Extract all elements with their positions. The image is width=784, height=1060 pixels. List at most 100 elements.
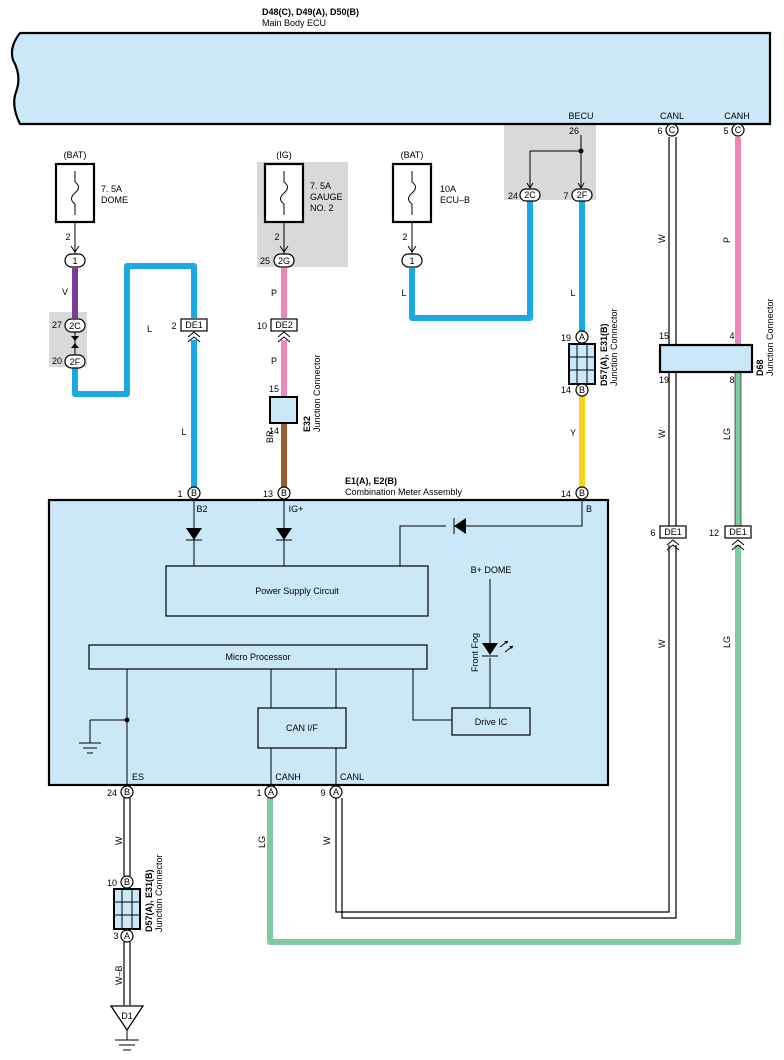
led-front-fog: [482, 643, 498, 655]
wire-label-v: V: [62, 287, 68, 297]
meter-pin-a-9-label: A: [333, 787, 339, 797]
meter-pin-a-1-label: A: [268, 787, 274, 797]
meter-label-b2: B2: [196, 504, 207, 514]
junction-d57-name: Junction Connector: [609, 308, 619, 386]
power-supply-label: Power Supply Circuit: [255, 586, 339, 596]
wire-label-l3: L: [401, 288, 406, 298]
connector-de1-canl-label: DE1: [664, 527, 682, 537]
meter-pin-a-9: [329, 785, 343, 799]
ecu-pin-becu: BECU: [568, 111, 593, 121]
connector-2c-dome-label: 2C: [69, 321, 81, 331]
wire-white-black-ground: [123, 942, 131, 1005]
wire-label-lg2: LG: [722, 636, 732, 648]
fuse-dome-icon: [71, 171, 79, 215]
connector-2f-dome: [64, 354, 86, 369]
meter-label-es: ES: [132, 772, 144, 782]
d57b-pin-3: 3: [113, 931, 118, 941]
b-dome-label: B+ DOME: [471, 565, 512, 575]
fuse-dome-pin: 2: [65, 232, 70, 242]
meter-pin-b-14-label: B: [579, 488, 585, 498]
junction-d57-code: D57(A), E31(B): [599, 323, 609, 386]
connector-1-ecub-label: 1: [409, 256, 414, 266]
meter-pin-b-1-label: B: [191, 488, 197, 498]
pin-20-label: 20: [52, 356, 62, 366]
wire-label-p1: P: [271, 288, 277, 298]
fuse-gauge-icon: [280, 171, 288, 215]
junction-d57b-code: D57(A), E31(B): [144, 869, 154, 932]
de1-blue-chevrons: [187, 331, 201, 343]
pin-14-e32: 14: [269, 426, 279, 436]
meter-pin-24: 24: [107, 788, 117, 798]
pin-15-e32: 15: [269, 384, 279, 394]
junction-d57-block: [568, 343, 596, 385]
meter-pin-9: 9: [320, 788, 325, 798]
junction-e32: [269, 396, 298, 424]
ecu-becu-split: [526, 135, 585, 189]
fuse-gauge-rating: 7. 5A: [310, 181, 331, 191]
front-fog-label: Front Fog: [470, 633, 480, 672]
meter-pin-1b: 1: [256, 788, 261, 798]
pin-8-d68: 8: [729, 375, 734, 385]
meter-pin-13: 13: [263, 489, 273, 499]
wire-label-w3: W: [657, 639, 667, 648]
fuse-ecub-pin: 2: [402, 232, 407, 242]
pin-7-label: 7: [563, 191, 568, 201]
power-supply-circuit: [165, 565, 429, 617]
fuse-ecub-arrow: [407, 245, 417, 253]
junction-d68-name: Junction Connector: [765, 298, 775, 376]
wire-blue-dome: [72, 263, 197, 397]
meter-label-b: B: [586, 504, 592, 514]
connector-1-ecub: [401, 253, 423, 268]
ecu-name: Main Body ECU: [262, 18, 326, 28]
pin-2-de1: 2: [171, 321, 176, 331]
d57b-pin-b-label: B: [124, 877, 130, 887]
de1-canl-chevrons: [666, 539, 680, 551]
diode-b2: [186, 528, 202, 540]
pin-4-d68: 4: [729, 331, 734, 341]
pin-19-d57: 19: [561, 333, 571, 343]
fuse-ecub-icon: [408, 171, 416, 215]
connector-2g: [273, 253, 295, 268]
connector-d57-b: [575, 383, 589, 397]
fuse-gauge-name1: GAUGE: [310, 192, 343, 202]
fuse-dome-source: (BAT): [64, 150, 87, 160]
connector-1-dome-label: 1: [72, 256, 77, 266]
wire-green-can-loop: [267, 545, 741, 945]
wire-label-w4: W: [114, 836, 124, 845]
connector-2f-dome-label: 2F: [70, 357, 81, 367]
junction-d57b-block: [113, 888, 141, 930]
de1-canh-chevrons: [731, 539, 745, 551]
de2-chevrons: [277, 331, 291, 343]
micro-processor-label: Micro Processor: [225, 652, 290, 662]
wire-white-canl-loop: [335, 545, 677, 919]
connector-de2: [270, 318, 298, 332]
fuse-dome-arrow: [70, 245, 80, 253]
connector-2g-label: 2G: [278, 256, 290, 266]
meter-label-canl: CANL: [340, 772, 364, 782]
wire-label-wb: W–B: [114, 965, 124, 985]
d57b-pin-a-label: A: [124, 931, 130, 941]
ecu-pin-c-label1: C: [669, 125, 676, 135]
connector-d57-a-label: A: [579, 332, 585, 342]
ecu-pin-c-label2: C: [735, 125, 742, 135]
connector-d57-b-label: B: [579, 385, 585, 395]
ground-icon: [115, 1030, 139, 1051]
fuse-ecub-name: ECU–B: [440, 195, 470, 205]
wire-label-y: Y: [570, 428, 576, 438]
wire-label-p2: P: [271, 356, 277, 366]
connector-1-dome: [64, 253, 86, 268]
main-body-ecu-box: [10, 31, 772, 126]
meter-name: Combination Meter Assembly: [345, 487, 463, 497]
pin-27-label: 27: [52, 320, 62, 330]
wire-label-lg1: LG: [722, 428, 732, 440]
wire-white-canl-top: [668, 137, 677, 345]
junction-d57b-name: Junction Connector: [154, 854, 164, 932]
wire-label-w2: W: [657, 429, 667, 438]
meter-ground-junction: [124, 717, 130, 723]
wire-label-br-rot: BR: [265, 430, 275, 443]
wire-green-edge: [734, 372, 742, 526]
pin-24-label: 24: [508, 191, 518, 201]
wire-label-l1: L: [147, 324, 152, 334]
meter-ground-icon: [79, 742, 101, 754]
